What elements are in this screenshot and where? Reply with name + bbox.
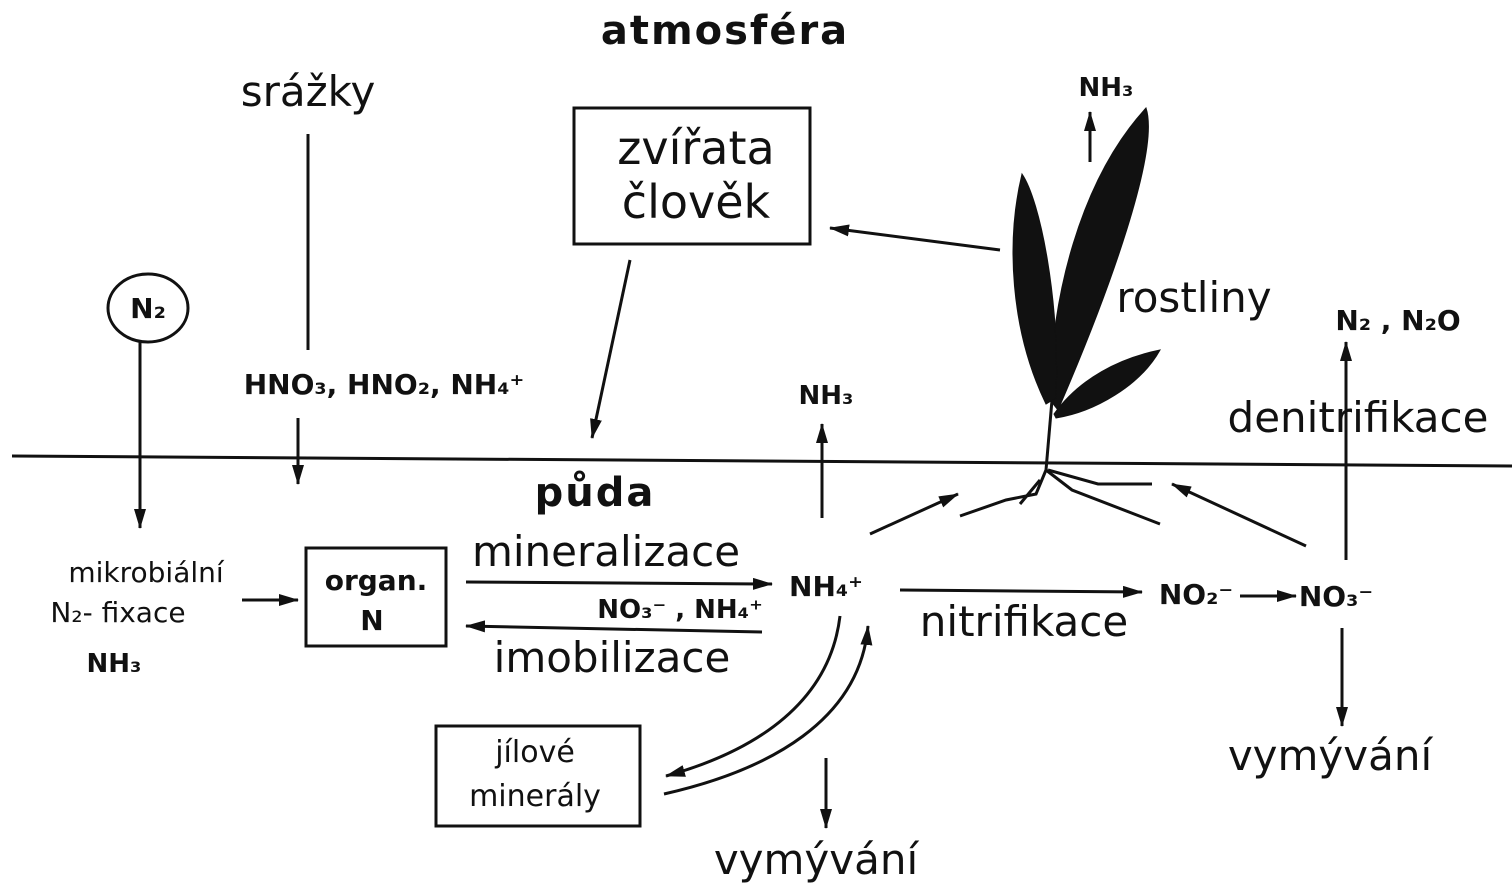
mineralization-label: mineralizace xyxy=(472,527,740,576)
organic-n-line-1: organ. xyxy=(325,564,428,597)
fixation-line-3: NH₃ xyxy=(87,649,142,679)
n2-circle: N₂ xyxy=(108,274,188,342)
animals-to-soil-arrow xyxy=(592,260,630,438)
mineralization-arrow xyxy=(466,582,772,584)
precipitation-compounds: HNO₃, HNO₂, NH₄⁺ xyxy=(244,368,525,401)
animals-line-1: zvířata xyxy=(617,121,774,175)
animals-humans-box: zvířata člověk xyxy=(574,108,810,244)
precipitation-label: srážky xyxy=(241,67,376,116)
nitrate-to-plant-arrow xyxy=(1172,484,1306,546)
clay-minerals-box: jílové minerály xyxy=(436,726,640,826)
nitrate-label: NO₃⁻ xyxy=(1299,580,1373,613)
nh3-plant-label: NH₃ xyxy=(1079,73,1134,103)
nitrite-label: NO₂⁻ xyxy=(1159,578,1233,611)
n2-n2o-label: N₂ , N₂O xyxy=(1335,304,1460,337)
nitrification-arrow xyxy=(900,590,1142,592)
immobilization-compounds: NO₃⁻ , NH₄⁺ xyxy=(597,595,763,625)
soil-title: půda xyxy=(535,469,656,516)
soil-surface-line xyxy=(12,456,1512,466)
plant-to-animals-arrow xyxy=(830,228,1000,250)
atmosphere-title: atmosféra xyxy=(601,8,849,54)
denitrification-label: denitrifikace xyxy=(1228,393,1489,442)
nh3-soil-label: NH₃ xyxy=(799,381,854,411)
leaching-bottom-label: vymývání xyxy=(714,835,920,884)
clay-line-1: jílové xyxy=(494,735,575,770)
leaching-right-label: vymývání xyxy=(1228,731,1434,780)
nitrification-label: nitrifikace xyxy=(920,597,1128,646)
organic-n-box: organ. N xyxy=(306,548,446,646)
immobilization-arrow xyxy=(466,626,762,632)
ammonium-to-plant-arrow xyxy=(870,494,958,534)
n2-circle-label: N₂ xyxy=(130,292,166,325)
fixation-line-1: mikrobiální xyxy=(68,556,225,589)
fixation-line-2: N₂- fixace xyxy=(50,596,185,629)
clay-line-2: minerály xyxy=(469,779,601,814)
organic-n-line-2: N xyxy=(360,604,383,637)
ammonium-center: NH₄⁺ xyxy=(789,570,863,603)
plants-label: rostliny xyxy=(1116,273,1271,322)
animals-line-2: člověk xyxy=(622,175,771,229)
immobilization-label: imobilizace xyxy=(494,633,731,682)
